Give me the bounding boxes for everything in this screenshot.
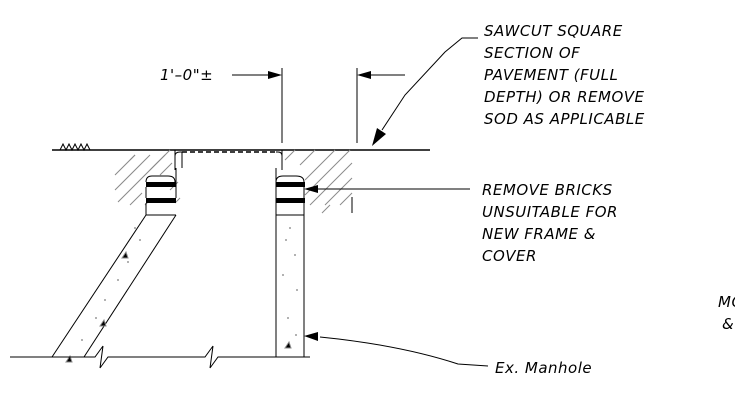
bricks-left <box>145 168 177 216</box>
bricks-right <box>275 175 305 216</box>
aggregate-marks <box>65 227 298 363</box>
left-wall-inner <box>83 214 177 358</box>
manhole-label: Ex. Manhole <box>495 359 592 377</box>
manhole-leader <box>319 336 489 367</box>
sawcut-note-line-3: PAVEMENT (FULL <box>484 66 618 84</box>
sawcut-leader <box>381 37 478 131</box>
dim-arrow-right <box>357 71 371 79</box>
frame-flange-left <box>174 151 183 168</box>
cutoff-text-1: MO <box>718 293 735 311</box>
bricks-note-line-1: REMOVE BRICKS <box>482 181 613 199</box>
hatch-right <box>284 149 353 214</box>
left-wall-outer <box>51 214 147 358</box>
dim-arrow-left <box>268 71 282 79</box>
sod-symbol <box>59 142 91 152</box>
sawcut-note-line-5: SOD AS APPLICABLE <box>484 110 645 128</box>
sawcut-note-line-2: SECTION OF <box>484 44 580 62</box>
bricks-note-line-2: UNSUITABLE FOR <box>482 203 618 221</box>
cutoff-text-2: & <box>722 315 734 333</box>
bricks-note-line-3: NEW FRAME & <box>482 225 596 243</box>
sawcut-leader-arrow <box>372 128 386 146</box>
manhole-leader-arrow <box>304 332 318 341</box>
bricks-leader-arrow <box>304 185 318 193</box>
dimension-label: 1'–0"± <box>160 66 213 84</box>
sawcut-note-line-1: SAWCUT SQUARE <box>484 22 623 40</box>
base-line <box>10 345 310 369</box>
frame-flange-right <box>276 151 283 168</box>
bricks-note-line-4: COVER <box>482 247 537 265</box>
sawcut-note-line-4: DEPTH) OR REMOVE <box>484 88 645 106</box>
